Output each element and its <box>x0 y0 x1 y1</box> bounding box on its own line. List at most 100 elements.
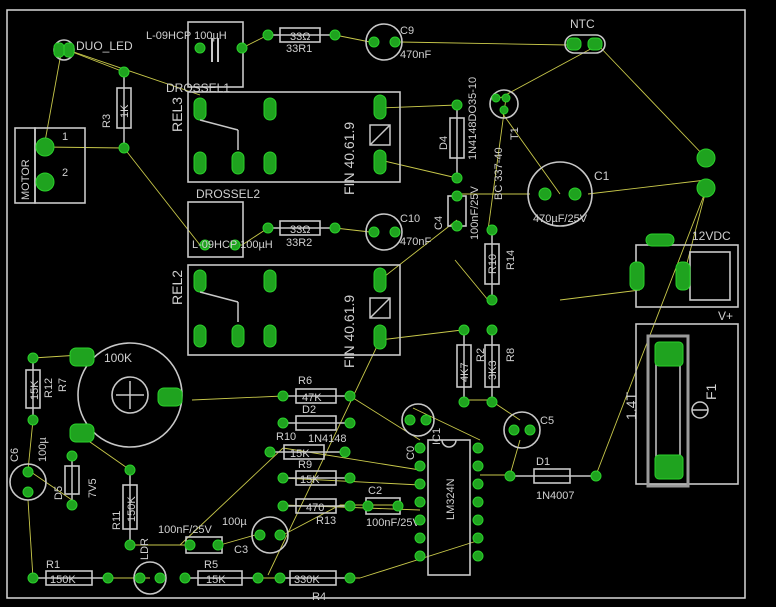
c10-value: 470nF <box>400 236 431 248</box>
r4-value: 330K <box>294 574 320 586</box>
drossel1-label: DROSSEL1 <box>166 81 230 95</box>
r9-name: R9 <box>298 459 312 471</box>
duo-led-label: DUO_LED <box>76 39 133 53</box>
c2-name: C2 <box>368 485 382 497</box>
resistor-group-r7-r2-r8: 4K7 R2 3K3 R8 <box>456 324 517 408</box>
capacitor-c6: C6 100µ <box>9 437 49 501</box>
pot-name: R7 <box>57 378 69 392</box>
r2-name: R2 <box>475 348 487 362</box>
resistor-r12: R12 15K <box>25 352 55 426</box>
dc-jack-label: 12VDC <box>692 229 731 243</box>
fuse-f1: F1 1.4T <box>623 323 739 488</box>
board-outline <box>6 9 746 599</box>
resistor-33r1: 33Ω 33R1 <box>262 27 341 55</box>
inductor-2: DROSSEL2 L-09HCP 100µH <box>187 187 273 258</box>
d2-value: 1N4148 <box>308 433 347 445</box>
r11-value: 150K <box>126 496 138 522</box>
c10-name: C10 <box>400 213 420 225</box>
r7-right-value: 4K7 <box>459 362 471 382</box>
d4-value: 1N4148DO35-10 <box>467 77 479 160</box>
resistor-33r2: 33Ω 33R2 <box>262 220 341 249</box>
c4-name: C4 <box>433 216 445 230</box>
dc-jack-12v: 12VDC V+ <box>629 229 739 323</box>
dc-jack-vplus: V+ <box>718 309 733 323</box>
relay-rel2: REL2 FIN 40.61.9 <box>169 264 401 368</box>
r1-value: 150K <box>50 574 76 586</box>
power-pads <box>696 148 716 198</box>
ntc-label: NTC <box>570 17 595 31</box>
motor-connector: MOTOR 1 2 <box>14 127 86 204</box>
inductor-2-value: L-09HCP 100µH <box>192 239 273 251</box>
r8-name: R8 <box>505 348 517 362</box>
ic-type: LM324N <box>445 478 457 520</box>
d2-name: D2 <box>302 404 316 416</box>
resistor-r5: R5 15K <box>179 559 264 586</box>
c6-name: C6 <box>9 448 21 462</box>
r14-label: R14 <box>505 250 517 270</box>
diode-d4: D4 1N4148DO35-10 <box>438 77 479 184</box>
t1-name: T1 <box>509 127 521 140</box>
c3-value: 100µ <box>222 516 247 528</box>
drossel2-label: DROSSEL2 <box>196 187 260 201</box>
resistor-33r2-value: 33Ω <box>290 224 310 236</box>
c9-value: 470nF <box>400 49 431 61</box>
d4-name: D4 <box>438 136 450 150</box>
resistor-33r2-name: 33R2 <box>286 237 312 249</box>
r4-name: R4 <box>312 591 326 603</box>
transistor-t1: BC 337-40 T1 <box>489 89 521 200</box>
ic-pins-left <box>414 442 426 562</box>
resistor-33r1-value: 33Ω <box>290 31 310 43</box>
ldr-label: LDR <box>139 538 151 560</box>
d1-name: D1 <box>536 456 550 468</box>
d1-value: 1N4007 <box>536 490 575 502</box>
resistor-r10-top: R10 R14 <box>484 224 517 306</box>
c1-name: C1 <box>594 169 610 183</box>
c3-name: C3 <box>234 544 248 556</box>
rel3-type: FIN 40.61.9 <box>341 122 357 195</box>
capacitor-c1: C1 470µF/25V <box>527 161 610 227</box>
pot-value: 100K <box>104 351 132 365</box>
r9-value: 15K <box>300 474 320 486</box>
inductor-1-value: L-09HCP 100µH <box>146 30 227 42</box>
motor-label: MOTOR <box>20 159 32 200</box>
ic-name: IC1 <box>431 428 443 445</box>
c1-value: 470µF/25V <box>533 213 588 225</box>
capacitor-100nf: 100nF/25V <box>158 524 224 554</box>
capacitor-c10: C10 470nF <box>365 213 431 251</box>
r10-b-name: R10 <box>276 431 296 443</box>
d5-name: D5 <box>53 486 65 500</box>
rel2-label: REL2 <box>169 270 185 305</box>
d5-value: 7V5 <box>87 478 99 498</box>
c0-name: C0 <box>405 446 417 460</box>
r6-value: 47K <box>302 392 322 404</box>
capacitor-c4: C4 100nF/25V <box>433 186 481 240</box>
r3-name: R3 <box>101 114 113 128</box>
r10-label: R10 <box>487 254 499 274</box>
r15k-value: 15K <box>290 448 310 460</box>
motor-pin1: 1 <box>62 131 68 143</box>
rel2-type: FIN 40.61.9 <box>341 295 357 368</box>
r12-name: R12 <box>43 378 55 398</box>
r5-name: R5 <box>204 559 218 571</box>
resistor-15k: 15K <box>264 444 351 460</box>
r1-name: R1 <box>46 559 60 571</box>
resistor-r6: R6 47K <box>277 375 356 404</box>
r12-value: 15K <box>29 380 41 400</box>
capacitor-c0: C0 <box>401 403 435 460</box>
c100nf-value: 100nF/25V <box>158 524 212 536</box>
c2-value: 100nF/25V <box>366 517 420 529</box>
resistor-r3: R3 1K <box>101 66 132 154</box>
duo-led: DUO_LED <box>53 39 133 61</box>
r11-name: R11 <box>111 511 123 530</box>
resistor-r4: 330K R4 <box>274 570 356 603</box>
t1-type: BC 337-40 <box>493 147 505 200</box>
resistor-r9: R9 15K <box>277 459 356 486</box>
f1-value: 1.4T <box>623 392 639 420</box>
r6-name: R6 <box>298 375 312 387</box>
ldr-sensor: LDR <box>133 538 167 595</box>
f1-name: F1 <box>703 383 719 400</box>
capacitor-c9: C9 470nF <box>365 23 431 61</box>
motor-pin2: 2 <box>62 167 68 179</box>
